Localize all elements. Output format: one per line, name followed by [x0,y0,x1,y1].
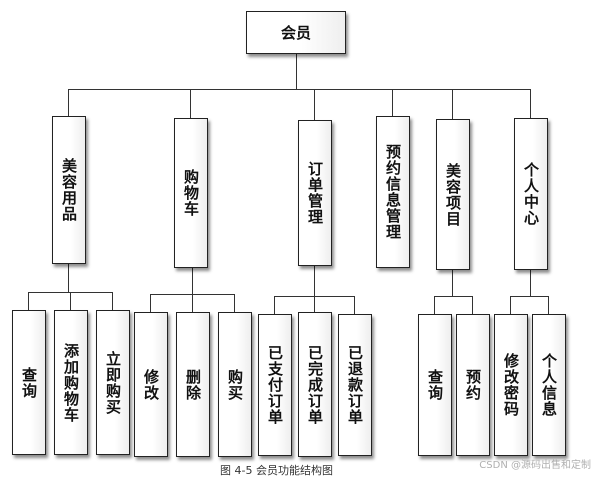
module-node-orders: 订单管理 [298,120,332,266]
module-node-label: 美容用品 [60,158,78,222]
root-node-member: 会员 [246,11,346,54]
connector-line [434,296,472,297]
connector-line [314,89,315,120]
leaf-node-label: 查询 [426,369,444,401]
leaf-node: 查询 [418,314,452,456]
leaf-node-label: 购买 [226,368,244,401]
leaf-node-label: 查询 [20,366,38,399]
connector-line [314,296,315,312]
leaf-node: 已退款订单 [338,314,372,456]
module-node-beauty-products: 美容用品 [52,116,86,264]
connector-line [274,296,275,314]
connector-line [314,266,315,296]
leaf-node: 修改 [134,312,168,457]
leaf-node: 添加购物车 [54,310,88,455]
connector-line [510,296,548,297]
connector-line [510,296,511,314]
leaf-node: 立即购买 [96,310,130,455]
module-node-label: 个人中心 [522,162,540,226]
leaf-node-label: 修改 [142,368,160,401]
connector-line [296,54,297,89]
leaf-node-label: 修改密码 [502,353,520,417]
watermark-text: CSDN @源码出售和定制 [479,460,591,471]
connector-line [68,264,69,292]
leaf-node-label: 删除 [184,368,202,401]
leaf-node: 购买 [218,312,252,457]
connector-line [70,292,71,310]
connector-line [112,292,113,310]
leaf-node: 修改密码 [494,314,528,456]
leaf-node: 查询 [12,310,46,455]
leaf-node-label: 预约 [464,369,482,401]
connector-line [354,296,355,314]
connector-line [68,89,530,90]
connector-line [392,89,393,116]
connector-line [530,270,531,296]
connector-line [548,296,549,314]
connector-line [28,292,29,310]
connector-line [68,89,69,116]
module-node-personal-center: 个人中心 [514,118,548,270]
leaf-node-label: 已完成订单 [306,344,324,425]
leaf-node-label: 已退款订单 [346,345,364,425]
connector-line [150,294,151,312]
module-node-cart: 购物车 [174,118,208,268]
module-node-label: 美容项目 [444,162,462,227]
module-node-label: 预约信息管理 [384,144,402,240]
leaf-node-label: 已支付订单 [266,345,284,425]
connector-line [190,89,191,118]
leaf-node: 预约 [456,314,490,456]
leaf-node: 已支付订单 [258,314,292,456]
connector-line [192,294,193,312]
module-node-label: 订单管理 [306,161,324,225]
module-node-appointments: 预约信息管理 [376,116,410,268]
connector-line [434,296,435,314]
root-node-label: 会员 [280,23,311,42]
figure-caption: 图 4-5 会员功能结构图 [220,464,333,477]
connector-line [452,270,453,296]
leaf-node-label: 立即购买 [104,350,122,415]
connector-line [472,296,473,314]
module-node-beauty-services: 美容项目 [436,119,470,270]
connector-line [192,268,193,294]
connector-line [452,89,453,119]
leaf-node: 个人信息 [532,314,566,456]
leaf-node: 已完成订单 [298,312,332,457]
module-node-label: 购物车 [182,169,200,217]
connector-line [530,89,531,118]
connector-line [234,294,235,312]
leaf-node: 删除 [176,312,210,457]
leaf-node-label: 添加购物车 [62,342,80,423]
leaf-node-label: 个人信息 [540,353,558,417]
